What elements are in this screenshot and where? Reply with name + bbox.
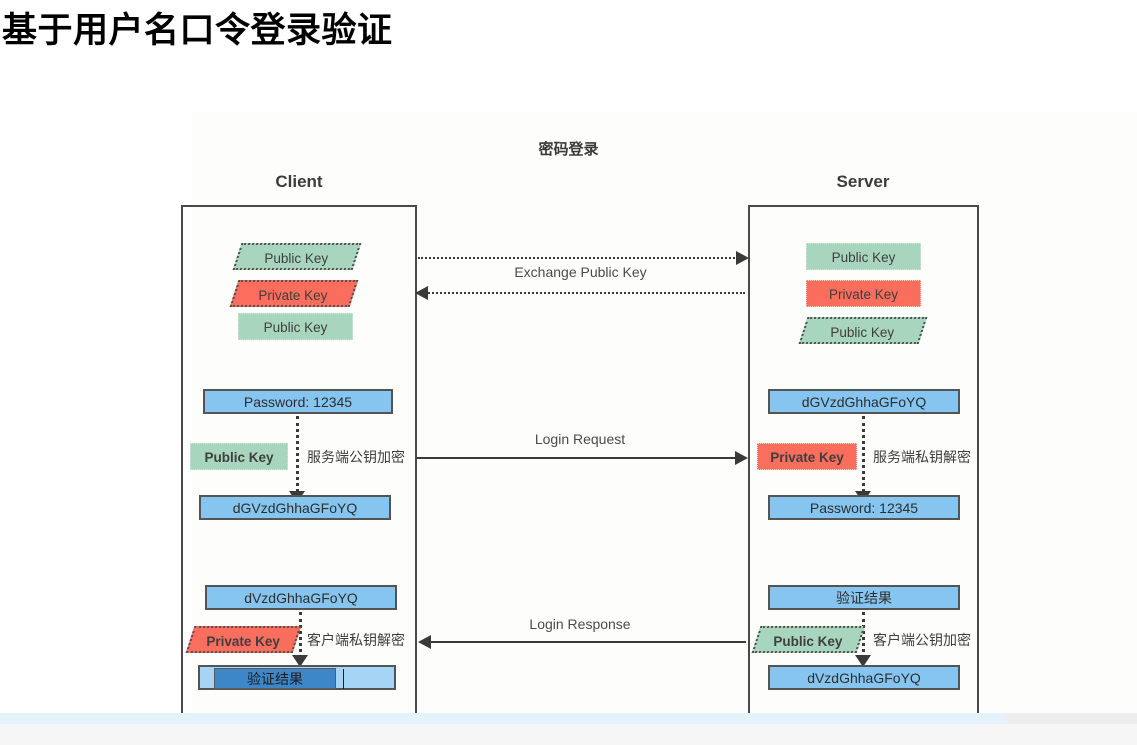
server-public-key-parallelogram[interactable]: Public Key [798,317,928,344]
client-cipher-box[interactable]: dGVzdGhhaGFoYQ [199,495,391,520]
page-title: 基于用户名口令登录验证 [2,11,393,50]
server-encrypt-note: 客户端公钥加密 [873,632,971,648]
server-result-box[interactable]: 验证结果 [768,585,960,610]
server-decrypt-key-tag[interactable]: Private Key [757,443,857,470]
server-private-key-rect[interactable]: Private Key [806,280,921,307]
server-encrypt-flow-line [862,612,865,664]
server-encrypt-key-tag[interactable]: Public Key [751,626,866,653]
server-response-cipher-box[interactable]: dVzdGhhaGFoYQ [768,665,960,690]
diagram-title: 密码登录 [538,141,599,158]
client-response-cipher-box[interactable]: dVzdGhhaGFoYQ [205,585,397,610]
client-decrypt-flow-arrow [292,655,308,667]
lane-header-client: Client [275,172,323,191]
exchange-public-key-label: Exchange Public Key [514,264,647,280]
server-decrypt-flow-line [862,416,865,498]
login-request-label: Login Request [534,431,626,447]
login-response-arrow [418,635,431,649]
exchange-line-to-client [425,292,745,294]
text-caret [343,669,344,689]
login-response-line [428,641,746,643]
exchange-arrow-right [736,251,749,265]
client-password-box[interactable]: Password: 12345 [203,389,393,414]
client-private-key-parallelogram[interactable]: Private Key [229,280,359,307]
server-cipher-box[interactable]: dGVzdGhhaGFoYQ [768,389,960,414]
server-public-key-rect[interactable]: Public Key [806,243,921,270]
login-request-arrow [735,451,748,465]
diagram-canvas [190,112,1137,724]
lane-header-server: Server [836,172,890,191]
client-public-key-rect[interactable]: Public Key [238,313,353,340]
bottom-band-tail [1005,713,1137,724]
client-decrypt-note: 客户端私钥解密 [307,632,405,648]
client-public-key-parallelogram[interactable]: Public Key [232,243,362,270]
server-decrypt-note: 服务端私钥解密 [873,449,971,465]
exchange-arrow-left [415,286,428,300]
client-encrypt-note: 服务端公钥加密 [307,449,405,465]
bottom-gutter [0,724,1137,745]
login-request-line [417,457,743,459]
client-result-box[interactable]: 验证结果 [198,665,396,690]
server-encrypt-flow-arrow [855,655,871,667]
client-encrypt-key-tag[interactable]: Public Key [190,443,288,470]
exchange-line-to-server [418,257,743,259]
login-response-label: Login Response [529,616,631,632]
server-password-box[interactable]: Password: 12345 [768,495,960,520]
client-result-text-selection[interactable]: 验证结果 [214,668,336,689]
client-decrypt-key-tag[interactable]: Private Key [185,626,302,653]
client-encrypt-flow-line [296,416,299,498]
client-decrypt-flow-line [299,612,302,664]
bottom-selection-band [0,713,1005,724]
